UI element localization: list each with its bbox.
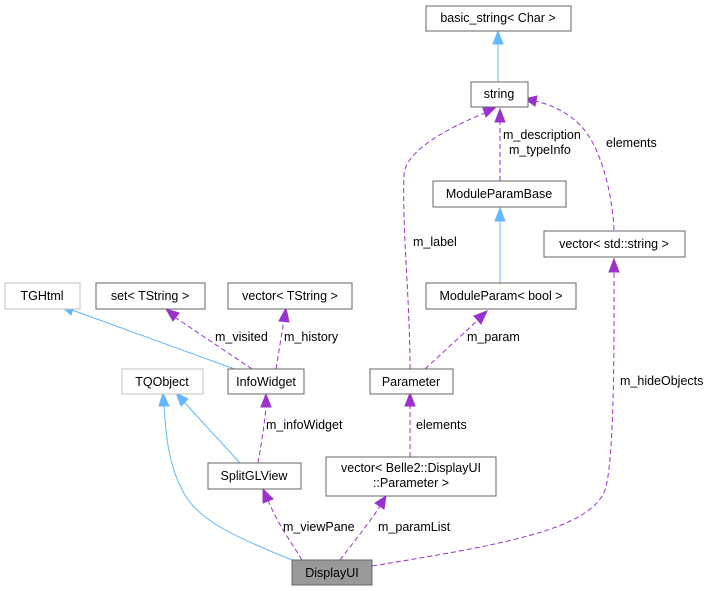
arrowhead-label [482, 106, 498, 118]
node-info-widget[interactable]: InfoWidget [227, 368, 305, 395]
arrowhead-elements-parameter [404, 391, 416, 407]
node-parameter[interactable]: Parameter [369, 368, 454, 395]
edge-tghtml-to-info-widget [71, 309, 241, 372]
node-vector-std-string-label: vector< std::string > [559, 237, 669, 251]
edge-label-label: m_label [413, 235, 457, 249]
node-module-param-bool-label: ModuleParam< bool > [440, 289, 563, 303]
edge-info-widget [257, 405, 267, 464]
node-basic-string-label: basic_string< Char > [440, 11, 555, 25]
edge-tqobject-to-split-gl-view [183, 401, 241, 464]
edge-history [275, 319, 285, 370]
edge-label-description: m_description [503, 128, 581, 142]
arrowhead-module-param-base [494, 206, 506, 222]
arrowhead-tqobject-display [158, 391, 170, 407]
arrowhead-info-widget [260, 392, 272, 408]
edge-label-param-list: m_paramList [378, 520, 451, 534]
edge-label-param: m_param [467, 330, 520, 344]
node-vector-tstring-label: vector< TString > [242, 289, 338, 303]
edge-label-visited: m_visited [215, 330, 268, 344]
node-vector-parameter-label-1: vector< Belle2::DisplayUI [341, 461, 481, 475]
edge-elements-vector-string [534, 100, 615, 231]
node-set-tstring-label: set< TString > [111, 289, 189, 303]
edge-hide-objects [371, 271, 615, 567]
arrowhead-view-pane [262, 487, 274, 504]
edge-label-history: m_history [284, 330, 339, 344]
node-split-gl-view[interactable]: SplitGLView [207, 462, 302, 490]
arrowhead-visited [164, 308, 180, 322]
edge-label-type-info: m_typeInfo [509, 143, 571, 157]
node-basic-string[interactable]: basic_string< Char > [425, 5, 572, 32]
edge-label-info-widget: m_infoWidget [266, 418, 343, 432]
edge-label-elements-parameter: elements [416, 418, 467, 432]
node-vector-parameter-label-2: ::Parameter > [373, 476, 449, 490]
arrowhead-basic-string [492, 29, 504, 45]
node-module-param-bool[interactable]: ModuleParam< bool > [425, 282, 577, 310]
arrowhead-param-list [374, 494, 387, 510]
arrowhead-history [278, 306, 290, 323]
node-set-tstring[interactable]: set< TString > [95, 282, 206, 310]
arrowhead-tqobject-split [175, 391, 189, 407]
node-vector-tstring[interactable]: vector< TString > [227, 282, 353, 310]
node-string[interactable]: string [470, 81, 529, 108]
node-split-gl-view-label: SplitGLView [221, 469, 289, 483]
edge-param-list [339, 505, 381, 561]
arrowhead-param [473, 310, 488, 325]
node-module-param-base-label: ModuleParamBase [446, 187, 552, 201]
node-tqobject-label: TQObject [135, 375, 189, 389]
node-display-ui-label: DisplayUI [305, 566, 359, 580]
edge-view-pane [267, 499, 303, 561]
edge-visited [175, 317, 253, 370]
edge-label [403, 112, 486, 370]
edge-param [424, 319, 479, 370]
edge-label-hide-objects: m_hideObjects [620, 374, 703, 388]
node-string-label: string [484, 87, 515, 101]
node-tghtml-label: TGHtml [20, 289, 63, 303]
edge-label-elements-string: elements [606, 136, 657, 150]
arrowhead-hide-objects [608, 257, 620, 273]
node-info-widget-label: InfoWidget [236, 375, 296, 389]
arrowhead-description [494, 107, 506, 123]
node-vector-std-string[interactable]: vector< std::string > [543, 230, 686, 258]
node-parameter-label: Parameter [382, 375, 440, 389]
edge-tqobject-to-display-ui [163, 405, 293, 561]
edge-label-view-pane: m_viewPane [283, 520, 355, 534]
node-display-ui[interactable]: DisplayUI [291, 559, 373, 586]
node-tghtml[interactable]: TGHtml [4, 282, 81, 310]
node-vector-parameter[interactable]: vector< Belle2::DisplayUI ::Parameter > [325, 456, 497, 497]
node-module-param-base[interactable]: ModuleParamBase [432, 180, 567, 208]
node-tqobject[interactable]: TQObject [121, 368, 204, 395]
